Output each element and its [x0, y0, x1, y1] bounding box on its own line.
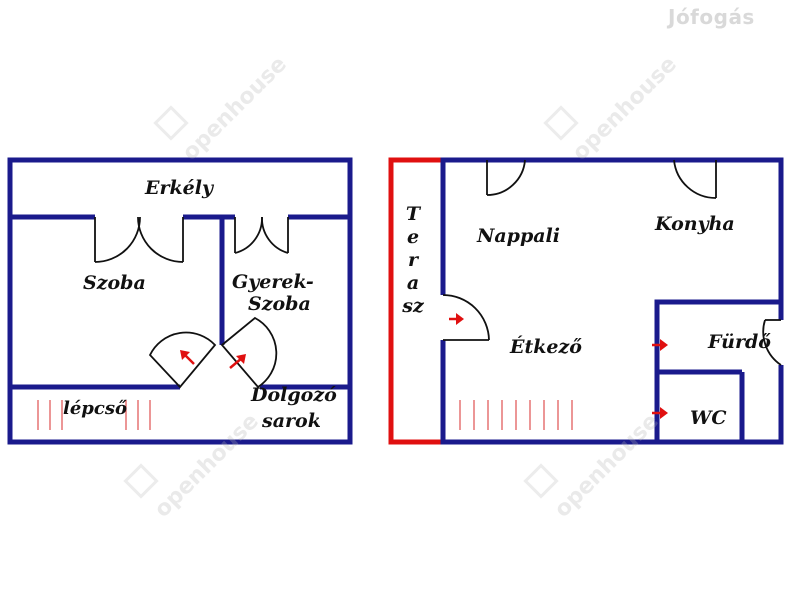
terasz-letter: r	[407, 249, 418, 271]
ground-stairs	[459, 400, 573, 430]
terasz-letter: sz	[402, 295, 424, 317]
room-label-gyerek-2: Szoba	[248, 293, 311, 315]
watermark-marks	[123, 105, 579, 499]
terrace	[388, 157, 443, 445]
room-label-gyerek-1: Gyerek-	[232, 271, 314, 293]
room-label-terasz: T e r a sz	[398, 203, 428, 318]
ground-arrows	[449, 313, 668, 419]
room-label-lepcso: lépcső	[63, 398, 127, 419]
ground-floor-plan	[440, 157, 784, 445]
terasz-letter: T	[405, 203, 421, 225]
room-label-wc: WC	[690, 407, 727, 429]
room-label-erkely: Erkély	[145, 177, 214, 199]
room-label-etkezo: Étkező	[510, 336, 582, 358]
terasz-letter: a	[406, 272, 420, 294]
upper-floor-plan	[7, 157, 353, 445]
ground-floor-doors	[442, 159, 782, 366]
room-label-konyha: Konyha	[655, 213, 735, 235]
room-label-szoba: Szoba	[83, 272, 146, 294]
upper-arrows	[180, 350, 246, 369]
room-label-dolgozo-1: Dolgozó	[251, 384, 337, 406]
room-label-furdo: Fürdő	[708, 331, 771, 353]
site-logo: Jófogás	[668, 5, 755, 29]
upper-floor-doors	[94, 216, 289, 389]
room-label-dolgozo-2: sarok	[262, 410, 321, 432]
terasz-letter: e	[406, 226, 420, 248]
room-label-nappali: Nappali	[477, 225, 560, 247]
upper-floor-outline	[7, 157, 353, 445]
upper-stairs	[37, 400, 151, 430]
